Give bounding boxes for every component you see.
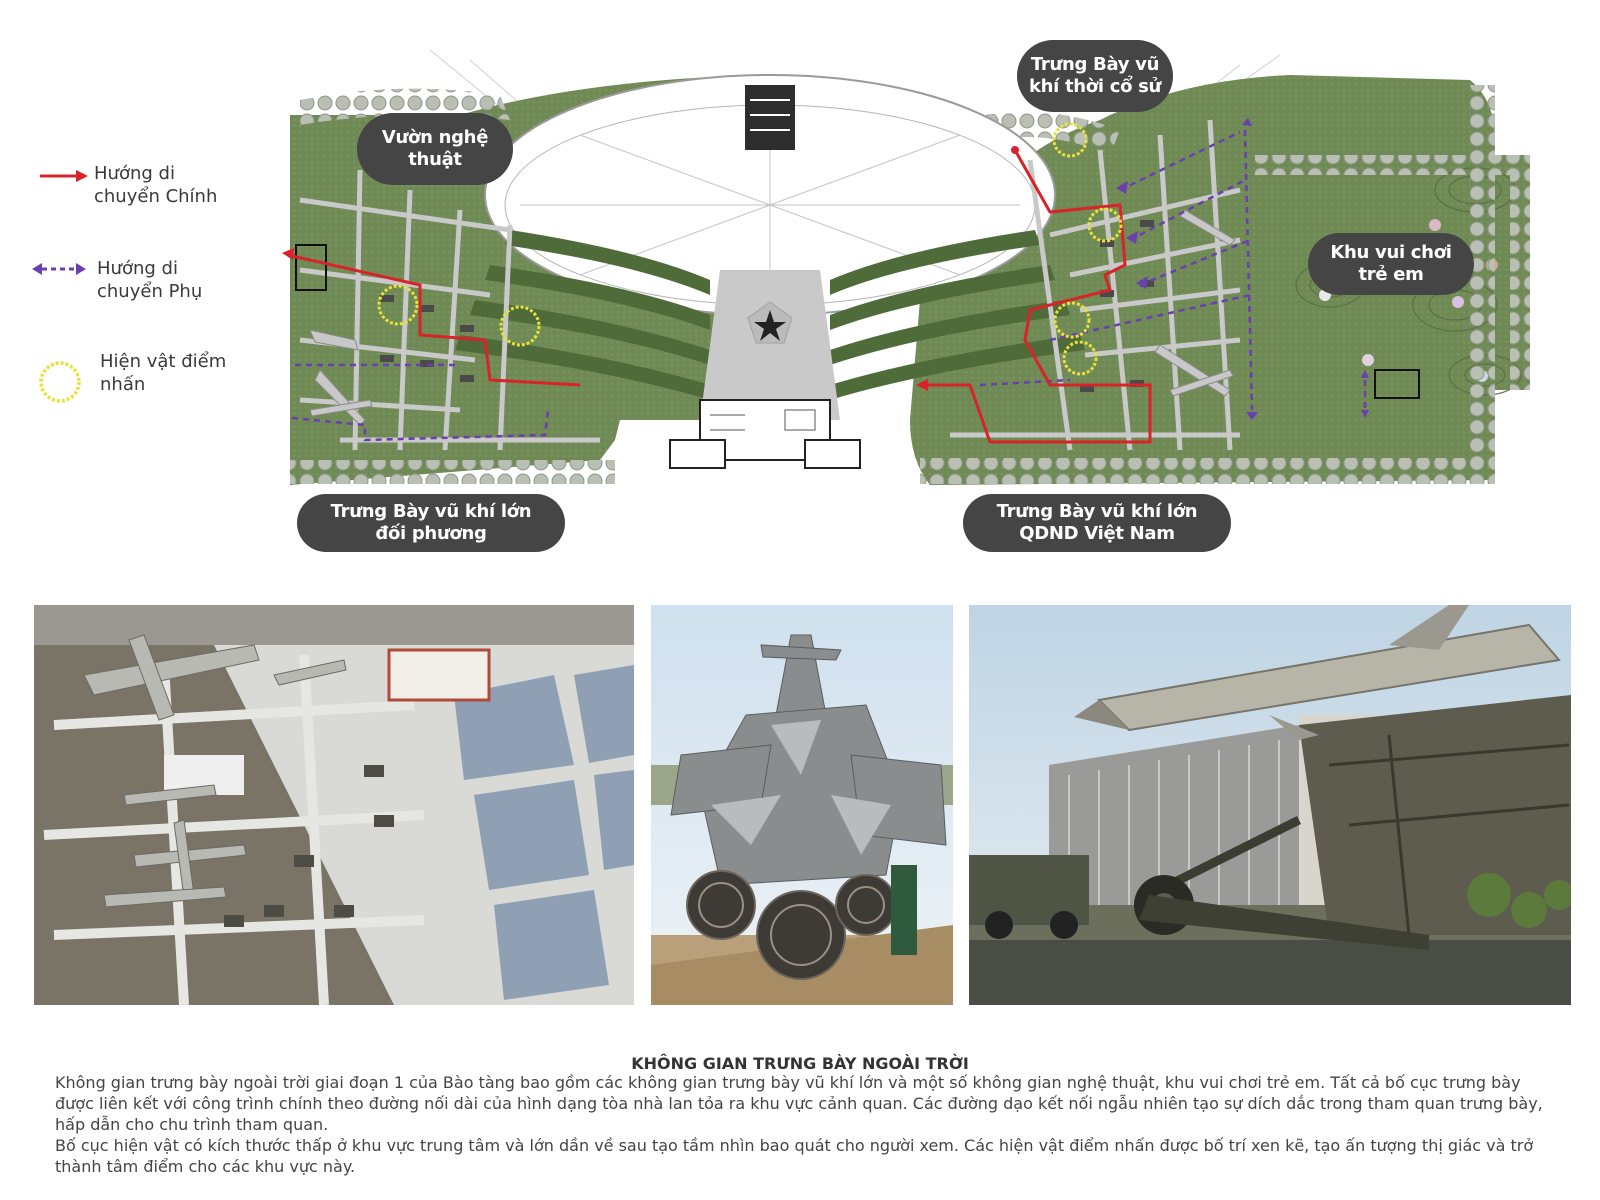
site-plan-drawing — [282, 49, 1530, 485]
main-route-arrow-icon — [40, 170, 88, 182]
missile-artillery-photo — [969, 605, 1571, 1005]
star-icon — [754, 310, 786, 341]
sub-route-arrow-icon — [32, 263, 86, 275]
zone-label-line: trẻ em — [1358, 264, 1424, 285]
zone-label-line: thuật — [408, 149, 462, 170]
legend-main-route-label: Hướng di chuyển Chính — [94, 163, 218, 207]
zone-label-line: đối phương — [375, 523, 487, 544]
central-plaza — [700, 270, 840, 420]
main-stair — [745, 85, 795, 150]
tree-row — [290, 460, 615, 484]
caption-paragraph-2: Bố cục hiện vật có kích thước thấp ở khu… — [55, 1136, 1534, 1176]
zone-label-vn-weapons: Trưng Bày vũ khí lớn QDND Việt Nam — [963, 494, 1231, 552]
zone-label-line: Khu vui chơi — [1330, 242, 1452, 263]
legend-highlight-label: Hiện vật điểm nhấn — [100, 351, 227, 395]
wreckage-sculpture-photo — [651, 605, 953, 1005]
tree-row — [920, 458, 1495, 484]
exhibit-aircraft-group — [309, 209, 1236, 426]
zone-label-line: Trưng Bày vũ khí lớn — [996, 501, 1198, 522]
tree-row — [1470, 85, 1495, 480]
zone-label-line: Vườn nghệ — [381, 127, 489, 148]
zone-label-line: khí thời cổ sử — [1028, 76, 1162, 97]
sub-routes — [291, 129, 1367, 442]
zone-label-enemy-weapons: Trưng Bày vũ khí lớn đối phương — [297, 494, 565, 552]
zone-label-line: Trưng Bày vũ — [1030, 54, 1160, 75]
main-routes — [287, 149, 1152, 444]
highlight-circle-icon — [39, 361, 81, 403]
zone-label-ancient-weapons: Trưng Bày vũ khí thời cổ sử — [1017, 40, 1173, 112]
site-plan: Vườn nghệ thuật Trưng Bày vũ khí thời cổ… — [280, 40, 1580, 570]
aerial-view-photo — [34, 605, 634, 1005]
legend-sub-route-label: Hướng di chuyển Phụ — [97, 258, 203, 302]
caption-title: KHÔNG GIAN TRƯNG BÀY NGOÀI TRỜI — [631, 1054, 969, 1073]
tree-row — [1510, 160, 1530, 390]
exhibit-vehicles-group — [380, 220, 1154, 392]
highlight-exhibits — [377, 122, 1123, 376]
zone-label-kids-area: Khu vui chơi trẻ em — [1308, 233, 1474, 295]
tree-row — [1255, 155, 1530, 175]
zone-label-line: Trưng Bày vũ khí lớn — [330, 501, 532, 522]
caption-paragraph-1: Không gian trưng bày ngoài trời giai đoạ… — [55, 1073, 1543, 1134]
zone-label-art-garden: Vườn nghệ thuật — [357, 113, 513, 185]
zone-label-line: QDND Việt Nam — [1019, 523, 1175, 544]
